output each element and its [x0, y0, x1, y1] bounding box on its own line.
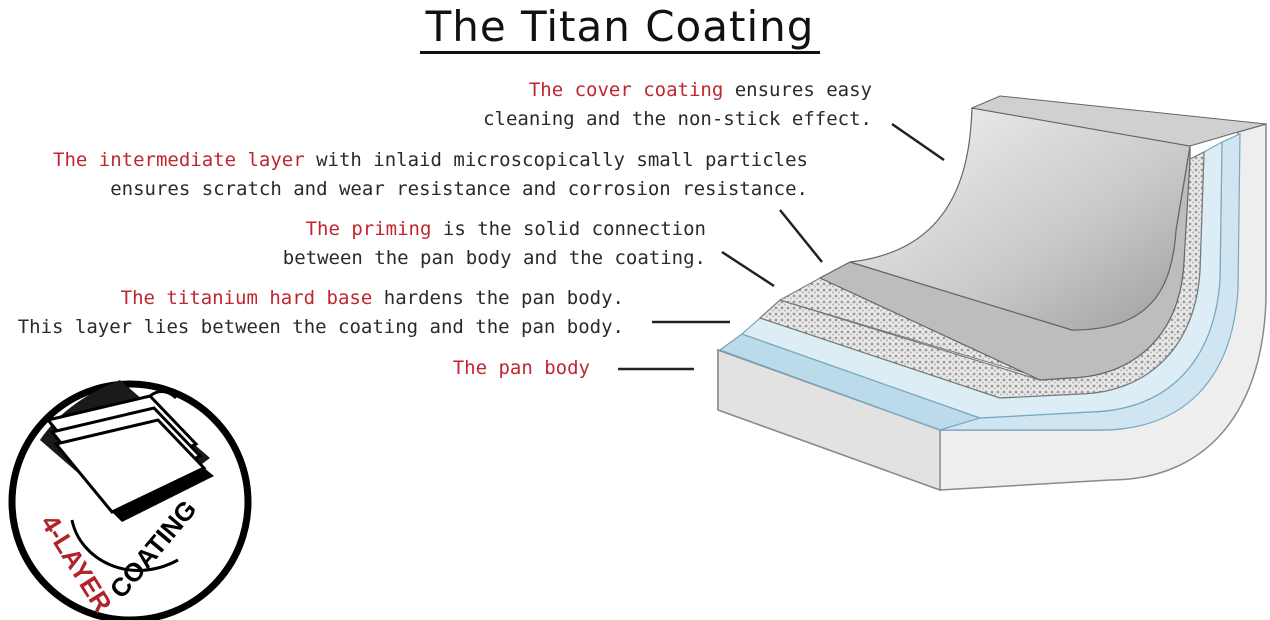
label-cover-coating-line2: cleaning and the non-stick effect.	[483, 108, 872, 130]
label-priming-rest: is the solid connection	[431, 218, 706, 240]
label-intermediate-rest: with inlaid microscopically small partic…	[304, 149, 808, 171]
label-intermediate-highlight: The intermediate layer	[53, 149, 305, 171]
label-titanium-rest: hardens the pan body.	[372, 287, 624, 309]
label-pan-body: The pan body	[453, 354, 590, 383]
label-cover-coating: The cover coating ensures easy cleaning …	[483, 76, 872, 134]
four-layer-badge: 4-LAYER COATING	[8, 380, 252, 620]
label-priming-highlight: The priming	[305, 218, 432, 240]
layer-stack-icon	[40, 380, 214, 572]
cover-coating-layer	[818, 95, 1267, 381]
label-intermediate-line2: ensures scratch and wear resistance and …	[110, 178, 808, 200]
label-titanium-highlight: The titanium hard base	[120, 287, 373, 309]
leader-priming	[721, 250, 775, 288]
label-priming: The priming is the solid connection betw…	[283, 215, 706, 273]
diagram-title: The Titan Coating	[0, 2, 1240, 54]
label-pan-body-highlight: The pan body	[452, 357, 590, 379]
label-priming-line2: between the pan body and the coating.	[282, 247, 706, 269]
leader-cover	[891, 122, 945, 162]
label-cover-coating-rest: ensures easy	[723, 79, 872, 101]
leader-intermediate	[779, 209, 823, 263]
label-titanium-base: The titanium hard base hardens the pan b…	[18, 284, 624, 342]
label-titanium-line2: This layer lies between the coating and …	[17, 316, 624, 338]
label-intermediate-layer: The intermediate layer with inlaid micro…	[53, 146, 808, 204]
label-cover-coating-highlight: The cover coating	[528, 79, 724, 101]
